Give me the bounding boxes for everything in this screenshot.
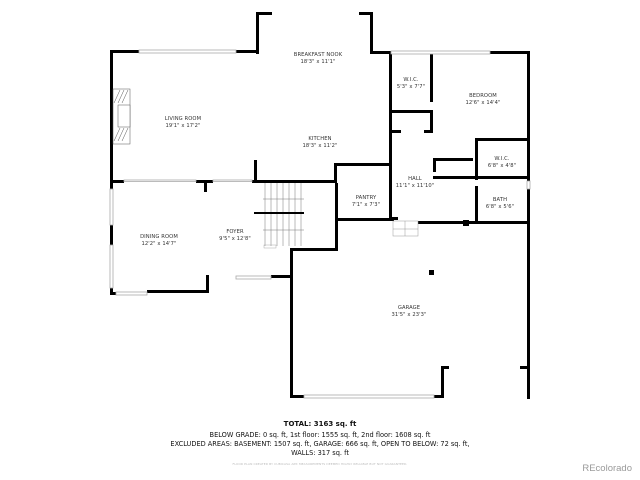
room-label-living-room: LIVING ROOM 19'1" x 17'2" bbox=[165, 116, 201, 129]
room-name: PANTRY bbox=[355, 195, 377, 201]
room-name: BREAKFAST NOOK bbox=[293, 52, 343, 58]
room-label-bath: BATH 6'8" x 5'6" bbox=[486, 197, 514, 210]
room-dimensions: 12'2" x 14'7" bbox=[141, 240, 177, 247]
room-label-wic-1: W.I.C. 5'3" x 7'7" bbox=[397, 77, 425, 90]
room-dimensions: 11'1" x 11'10" bbox=[395, 182, 435, 189]
room-label-bedroom: BEDROOM 12'6" x 14'4" bbox=[465, 93, 500, 106]
room-name: DINING ROOM bbox=[140, 234, 178, 240]
room-dimensions: 31'5" x 23'3" bbox=[391, 311, 427, 318]
room-dimensions: 19'1" x 17'2" bbox=[165, 122, 201, 129]
room-name: KITCHEN bbox=[308, 136, 332, 142]
room-label-pantry: PANTRY 7'1" x 7'3" bbox=[352, 195, 380, 208]
walls bbox=[110, 12, 530, 399]
room-name: FOYER bbox=[226, 229, 244, 235]
windows bbox=[109, 49, 531, 399]
area-breakdown-line-2: EXCLUDED AREAS: BASEMENT: 1507 sq. ft, G… bbox=[170, 440, 470, 448]
room-dimensions: 18'3" x 11'2" bbox=[302, 142, 338, 149]
room-name: LIVING ROOM bbox=[164, 116, 202, 122]
room-name: BATH bbox=[492, 197, 508, 203]
room-dimensions: 6'8" x 5'6" bbox=[485, 203, 515, 210]
total-area: TOTAL: 3163 sq. ft bbox=[283, 420, 357, 428]
room-dimensions: 5'3" x 7'7" bbox=[396, 83, 426, 90]
room-label-foyer: FOYER 9'5" x 12'8" bbox=[219, 229, 251, 242]
room-dimensions: 12'6" x 14'4" bbox=[465, 99, 501, 106]
room-dimensions: 18'3" x 11'1" bbox=[300, 58, 336, 65]
stairs-icon bbox=[263, 183, 304, 249]
room-label-breakfast-nook: BREAKFAST NOOK 18'3" x 11'1" bbox=[294, 52, 342, 65]
area-breakdown-line-3: WALLS: 317 sq. ft bbox=[291, 449, 349, 457]
room-dimensions: 9'5" x 12'8" bbox=[219, 235, 251, 242]
room-name: W.I.C. bbox=[494, 156, 510, 162]
room-dimensions: 7'1" x 7'3" bbox=[351, 201, 381, 208]
brand-watermark: REcolorado bbox=[582, 463, 632, 474]
room-label-kitchen: KITCHEN 18'3" x 11'2" bbox=[302, 136, 337, 149]
area-breakdown-line-1: BELOW GRADE: 0 sq. ft, 1st floor: 1555 s… bbox=[209, 431, 431, 439]
room-name: HALL bbox=[408, 176, 422, 182]
room-label-wic-2: W.I.C. 6'8" x 4'8" bbox=[488, 156, 516, 169]
room-label-garage: GARAGE 31'5" x 23'3" bbox=[391, 305, 426, 318]
room-name: GARAGE bbox=[397, 305, 421, 311]
room-name: BEDROOM bbox=[469, 93, 497, 99]
fireplace-icon bbox=[112, 88, 131, 145]
disclaimer: FLOOR PLAN CREATED BY CUBICASA APP. MEAS… bbox=[232, 462, 408, 466]
room-label-dining-room: DINING ROOM 12'2" x 14'7" bbox=[140, 234, 178, 247]
room-dimensions: 6'8" x 4'8" bbox=[487, 162, 517, 169]
room-name: W.I.C. bbox=[403, 77, 419, 83]
garage-steps-icon bbox=[392, 220, 419, 237]
room-label-hall: HALL 11'1" x 11'10" bbox=[396, 176, 435, 189]
